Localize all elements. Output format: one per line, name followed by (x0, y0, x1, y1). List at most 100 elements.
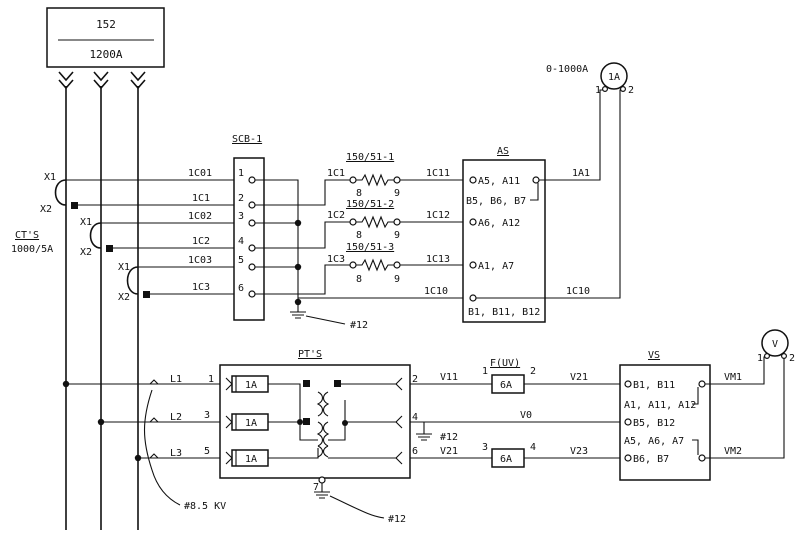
scb-term-4: 4 (238, 236, 244, 247)
as-row-a1-a7: A1, A7 (478, 261, 514, 272)
relay1-t8: 8 (356, 188, 362, 199)
scb-term-5: 5 (238, 255, 244, 266)
wire-1c03: 1C03 (188, 255, 212, 266)
relay2-t9: 9 (394, 230, 400, 241)
ground-ref-pt: #12 (388, 514, 406, 525)
scb-term-6: 6 (238, 283, 244, 294)
wire-vm2: VM2 (724, 446, 742, 457)
pt-fuse-1: 1A (245, 380, 257, 391)
scb-term-2: 2 (238, 193, 244, 204)
line-l2: L2 (170, 412, 182, 423)
wire-1c02: 1C02 (188, 211, 212, 222)
pt-fuse-2: 1A (245, 418, 257, 429)
fuv-n4: 4 (530, 442, 536, 453)
fuse-fuv: F(UV) 1 2 6A 3 4 6A (482, 358, 536, 468)
phase-taps: L1 L2 L3 #8.5 KV (62, 374, 226, 512)
ct1-x1: X1 (44, 172, 56, 183)
voltmeter-switch-vs: VS B1, B11 A1, A11, A12 B5, B12 A5, A6, … (619, 350, 711, 481)
scb-term-3: 3 (238, 211, 244, 222)
voltmeter-t2: 2 (789, 353, 795, 364)
pt-pin-5: 5 (204, 446, 210, 457)
as-title: AS (497, 146, 509, 157)
wire-1c1-relay: 1C1 (327, 168, 345, 179)
voltmeter-t1: 1 (757, 353, 763, 364)
vs-row-a1-a11-a12: A1, A11, A12 (624, 400, 696, 411)
wire-1c10-out: 1C10 (566, 286, 590, 297)
ct1-x2: X2 (40, 204, 52, 215)
voltage-note: #8.5 KV (184, 501, 226, 512)
vs-row-b5-b12: B5, B12 (633, 418, 675, 429)
relay-150-51-1: 150/51-1 8 9 (346, 152, 401, 199)
wire-1c2: 1C2 (192, 236, 210, 247)
vs-row-a5-a6-a7: A5, A6, A7 (624, 436, 684, 447)
ammeter-switch-as: AS A5, A11 B5, B6, B7 A6, A12 A1, A7 B1,… (462, 146, 546, 323)
fuv-n1: 1 (482, 366, 488, 377)
fuv-n3: 3 (482, 442, 488, 453)
wire-1c13: 1C13 (426, 254, 450, 265)
vs-to-voltmeter-wiring: VM1 VM2 (705, 356, 785, 459)
wire-1c01: 1C01 (188, 168, 212, 179)
pt-fuse-3: 1A (245, 454, 257, 465)
wire-1a1: 1A1 (572, 168, 590, 179)
wire-1c3-relay: 1C3 (327, 254, 345, 265)
ct2-x1: X1 (80, 217, 92, 228)
as-row-b1-b11-b12: B1, B11, B12 (468, 307, 540, 318)
wire-v21: V21 (570, 372, 588, 383)
scb-term-1: 1 (238, 168, 244, 179)
relay1-name: 150/51-1 (346, 152, 394, 163)
line-l3: L3 (170, 448, 182, 459)
pt-pin-6: 6 (412, 446, 418, 457)
relay-to-as-wiring: 1C11 1C12 1C13 1C10 (400, 168, 470, 297)
relay3-t8: 8 (356, 274, 362, 285)
wire-1c2-relay: 1C2 (327, 210, 345, 221)
vs-row-b6-b7: B6, B7 (633, 454, 669, 465)
pt-pin-2: 2 (412, 374, 418, 385)
relay-150-51-3: 150/51-3 8 9 (346, 242, 401, 285)
pt-block: PT'S 1A 1A 1A 1 3 5 (204, 349, 418, 525)
as-row-b5-b6-b7: B5, B6, B7 (466, 196, 526, 207)
ct-ratio: 1000/5A (11, 244, 53, 255)
wire-1c11: 1C11 (426, 168, 450, 179)
ammeter-label: 1A (608, 72, 620, 83)
ct2-x2: X2 (80, 247, 92, 258)
scb-1-block: SCB-1 1 2 3 4 5 6 (232, 134, 265, 321)
fuv-rating-1: 6A (500, 380, 512, 391)
wire-1c1: 1C1 (192, 193, 210, 204)
fuv-n2: 2 (530, 366, 536, 377)
relay1-t9: 9 (394, 188, 400, 199)
pt-pin-4: 4 (412, 412, 418, 423)
ct3-x2: X2 (118, 292, 130, 303)
relay3-name: 150/51-3 (346, 242, 394, 253)
ammeter-range: 0-1000A (546, 64, 588, 75)
ground-ref-ct: #12 (350, 320, 368, 331)
ammeter: 1A 1 2 0-1000A (546, 62, 634, 96)
wire-1c3: 1C3 (192, 282, 210, 293)
line-l1: L1 (170, 374, 182, 385)
wire-1c10: 1C10 (424, 286, 448, 297)
ct-leads: 1C01 1C1 1C02 1C2 1C03 1C3 (66, 168, 240, 295)
pt-pin-7: 7 (313, 482, 319, 493)
breaker-152: 152 1200A (46, 7, 165, 68)
relay2-t8: 8 (356, 230, 362, 241)
as-row-a6-a12: A6, A12 (478, 218, 520, 229)
wire-vm1: VM1 (724, 372, 742, 383)
voltmeter-label: V (772, 339, 778, 350)
as-row-a5-a11: A5, A11 (478, 176, 520, 187)
pt-pin-3: 3 (204, 410, 210, 421)
phase-buses (58, 71, 146, 530)
wire-1c12: 1C12 (426, 210, 450, 221)
wire-v0: V0 (520, 410, 532, 421)
fuv-rating-2: 6A (500, 454, 512, 465)
ct-title: CT'S (15, 230, 39, 241)
ammeter-t1: 1 (595, 85, 601, 96)
vs-title: VS (648, 350, 660, 361)
pt-secondary-wiring: #12 V11 V0 V21 V21 V23 (410, 372, 625, 459)
wire-v23: V23 (570, 446, 588, 457)
breaker-rating: 1200A (89, 48, 122, 61)
wire-v11: V11 (440, 372, 458, 383)
wire-v21-in: V21 (440, 446, 458, 457)
ammeter-t2: 2 (628, 85, 634, 96)
pts-title: PT'S (298, 349, 322, 360)
ground-ref-vt: #12 (440, 432, 458, 443)
